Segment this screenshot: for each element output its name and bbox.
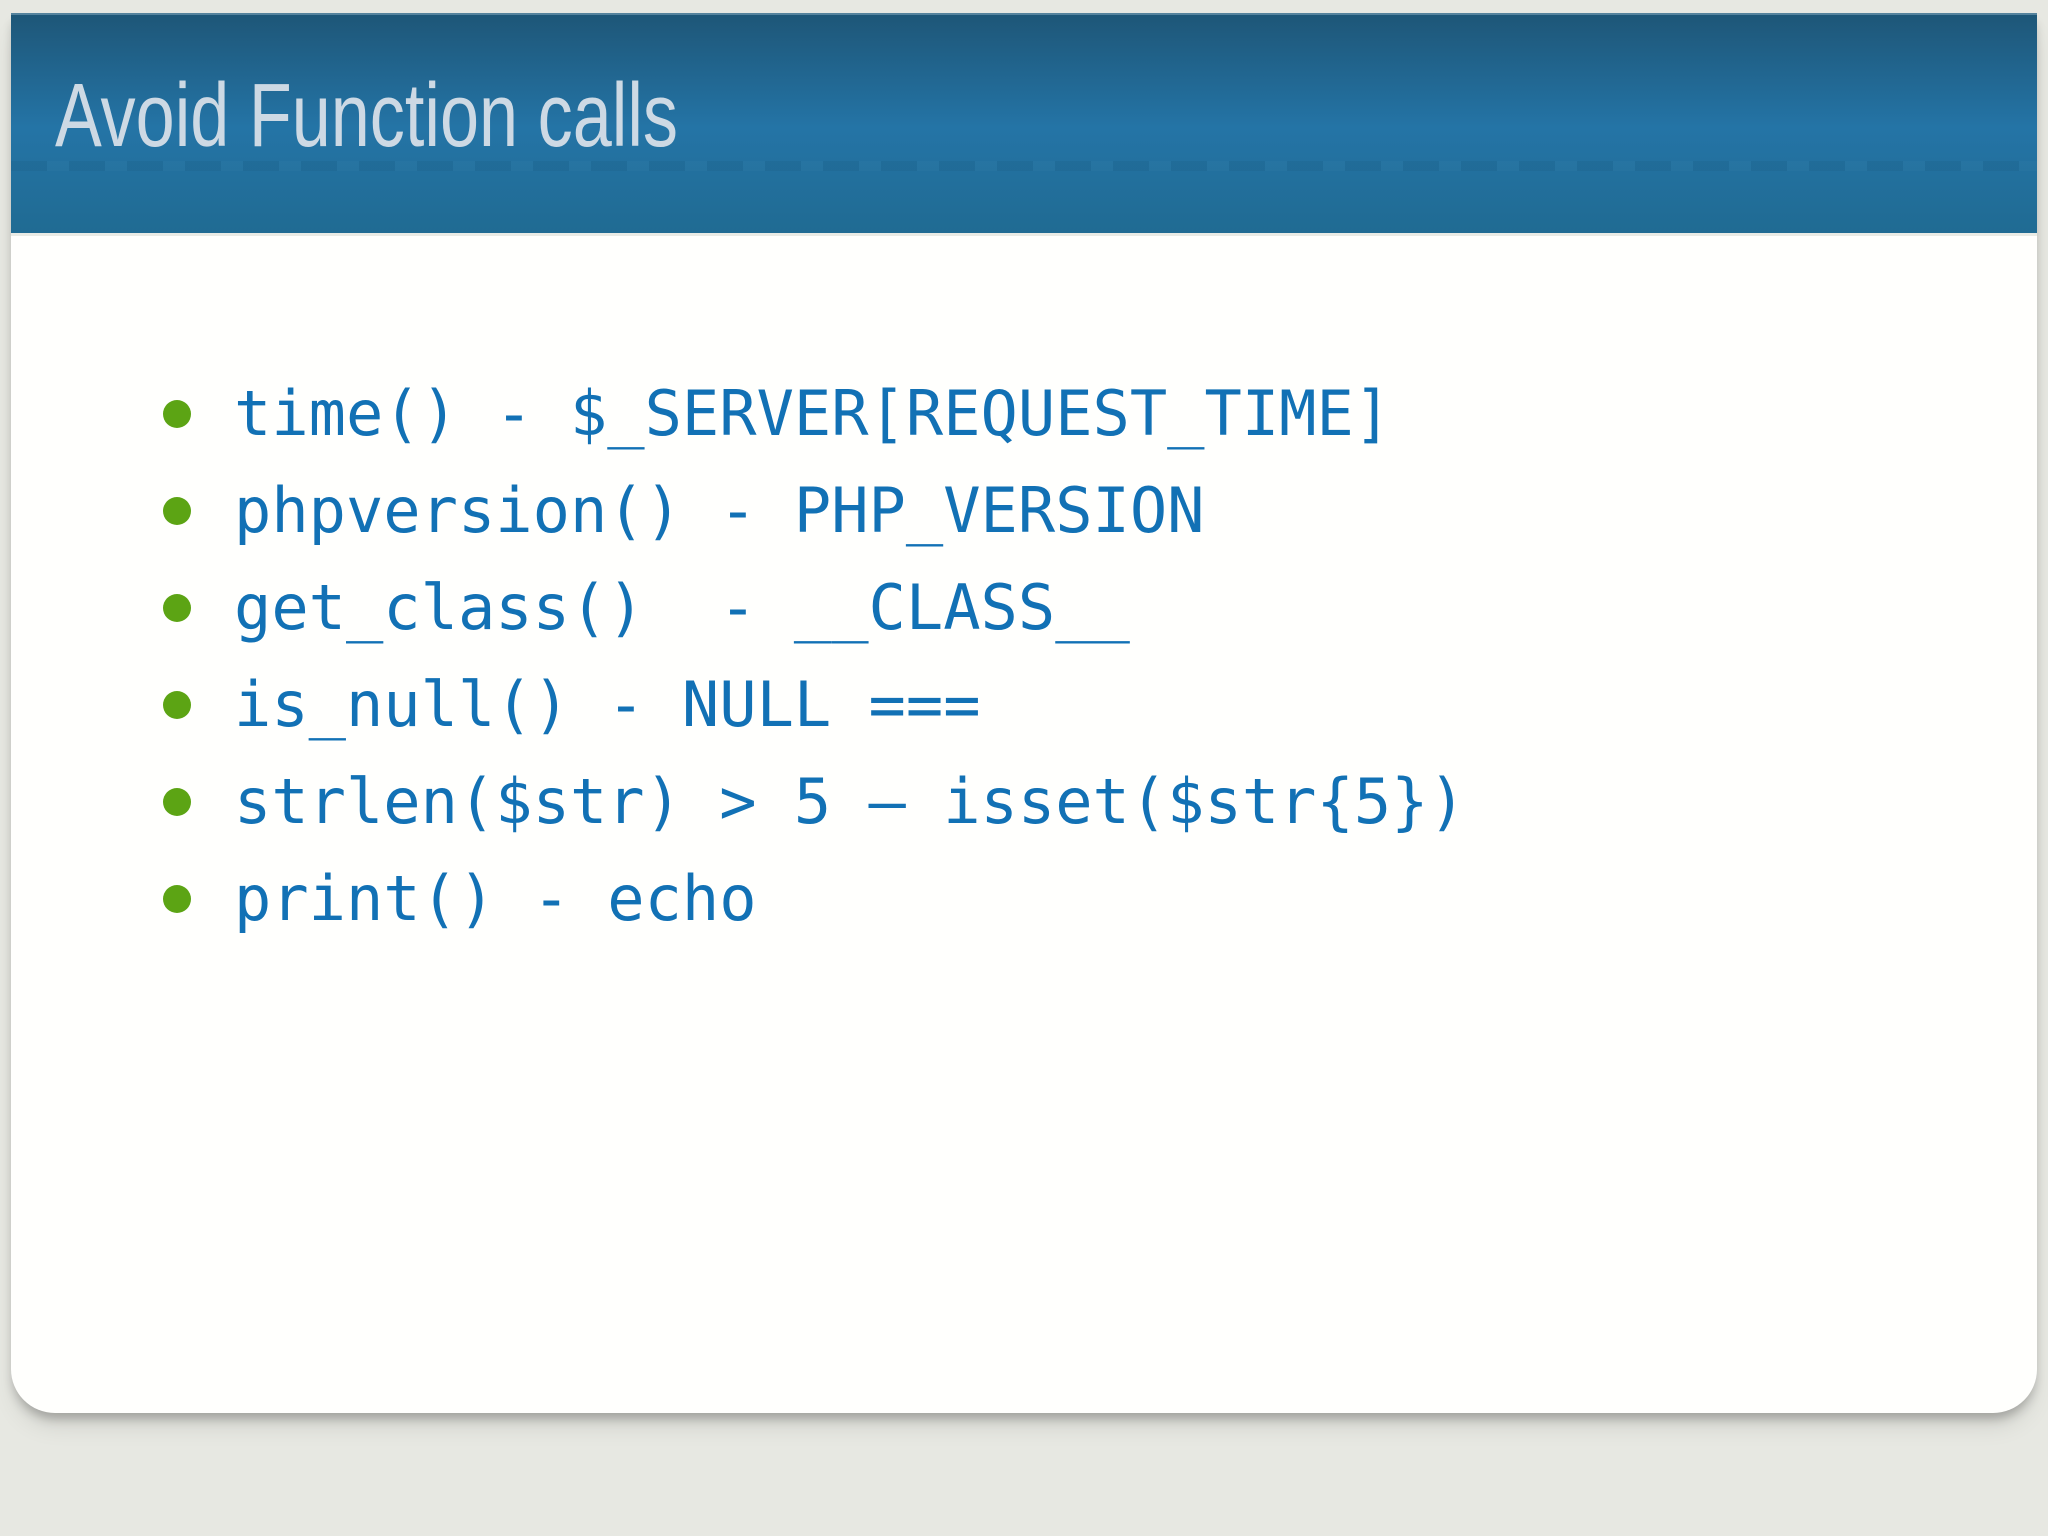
bullet-text: strlen($str) > 5 – isset($str{5}) (234, 765, 1466, 838)
list-item: is_null() - NULL === (11, 656, 2037, 753)
bullet-text: is_null() - NULL === (234, 668, 981, 741)
bullet-text: print() - echo (234, 862, 757, 935)
slide-header: Avoid Function calls (11, 13, 2037, 236)
bullet-text: get_class() - __CLASS__ (234, 571, 1130, 644)
list-item: print() - echo (11, 850, 2037, 947)
bullet-text: time() - $_SERVER[REQUEST_TIME] (234, 377, 1392, 450)
slide-title: Avoid Function calls (55, 66, 679, 166)
bullet-dot-icon (163, 496, 191, 525)
bullet-dot-icon (163, 690, 191, 719)
list-item: get_class() - __CLASS__ (11, 559, 2037, 656)
bullet-dot-icon (163, 884, 191, 913)
bullet-text: phpversion() - PHP_VERSION (234, 474, 1205, 547)
bullet-list: time() - $_SERVER[REQUEST_TIME] phpversi… (11, 365, 2037, 947)
list-item: time() - $_SERVER[REQUEST_TIME] (11, 365, 2037, 462)
list-item: strlen($str) > 5 – isset($str{5}) (11, 753, 2037, 850)
list-item: phpversion() - PHP_VERSION (11, 462, 2037, 559)
bullet-dot-icon (163, 399, 191, 428)
slide: Avoid Function calls time() - $_SERVER[R… (11, 13, 2037, 1413)
bullet-dot-icon (163, 787, 191, 816)
bullet-dot-icon (163, 593, 191, 622)
header-dashed-line (11, 161, 2037, 171)
